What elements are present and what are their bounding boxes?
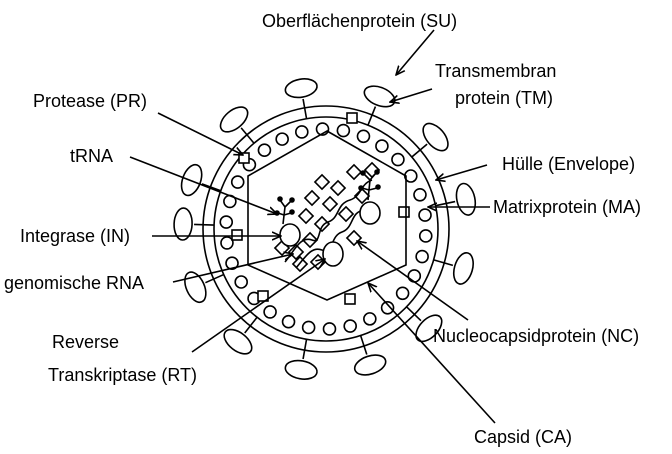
- matrix-circle: [263, 305, 277, 319]
- matrix-circle: [415, 249, 429, 264]
- trna-glyph: [274, 196, 295, 225]
- nucleocapsid-diamond: [297, 207, 315, 225]
- matrix-circle: [257, 143, 272, 157]
- spike-head: [223, 328, 253, 355]
- nucleocapsid-diamond: [303, 189, 321, 207]
- label-su: Oberflächenprotein (SU): [262, 11, 457, 31]
- matrix-circle: [336, 123, 351, 138]
- envelope-inner: [213, 116, 439, 342]
- matrix-circle: [322, 322, 337, 336]
- label-ca: Capsid (CA): [474, 427, 572, 447]
- reverse-transcriptase-shape: [322, 241, 344, 267]
- nucleocapsid-diamond: [313, 215, 331, 233]
- label-rt-line2: Transkriptase (RT): [48, 365, 197, 385]
- leader-pr: [157, 112, 243, 155]
- matrix-circle: [295, 125, 309, 139]
- surface-spikes: [173, 78, 477, 380]
- spike-head: [184, 271, 207, 304]
- spike-head: [353, 354, 387, 376]
- leader-rt: [191, 259, 325, 353]
- spike-head: [422, 122, 449, 152]
- leader-trna: [129, 156, 277, 214]
- spike-stalk: [411, 143, 428, 158]
- spike-stalk: [433, 259, 454, 267]
- matrix-circle: [363, 312, 377, 326]
- integrase-shape: [279, 223, 301, 247]
- trna-glyph-2: [358, 169, 381, 201]
- capsid-hexagon: [247, 130, 407, 301]
- matrix-circle: [275, 132, 289, 146]
- nucleocapsid-diamond: [337, 205, 355, 223]
- protease-squares: [231, 112, 410, 305]
- matrix-circle: [225, 256, 239, 271]
- matrix-circle: [418, 208, 432, 222]
- spike-head: [173, 207, 193, 241]
- protease-square: [344, 293, 356, 305]
- spike-stalk: [201, 183, 222, 192]
- matrix-circle: [356, 129, 371, 144]
- matrix-circle: [301, 320, 316, 335]
- spike-stalk: [194, 223, 215, 226]
- spike-head: [284, 78, 318, 99]
- spike-stalk: [406, 306, 422, 322]
- spike-stalk: [435, 200, 456, 207]
- spike-head: [363, 85, 396, 108]
- matrix-circle: [407, 269, 422, 283]
- nucleocapsid-diamond: [345, 163, 363, 181]
- spike-head: [219, 106, 249, 133]
- leader-tm: [390, 88, 433, 102]
- spike-stalk: [205, 273, 225, 284]
- spike-stalk: [302, 98, 308, 119]
- matrix-circle: [413, 187, 427, 202]
- label-in: Integrase (IN): [20, 226, 130, 246]
- spike-stalk: [240, 127, 255, 144]
- matrix-circle: [418, 229, 433, 243]
- label-tm-line1: Transmembran: [435, 61, 556, 81]
- leader-ca: [368, 283, 496, 424]
- label-rt-line1: Reverse: [52, 332, 119, 352]
- matrix-circle: [234, 275, 248, 289]
- protease-square: [257, 290, 269, 302]
- label-rna: genomische RNA: [4, 273, 144, 293]
- nucleocapsid-diamond: [329, 179, 347, 197]
- genomic-rna-strand: [284, 179, 373, 263]
- matrix-circle: [230, 175, 245, 189]
- spike-stalk: [244, 316, 258, 334]
- matrix-circle: [375, 139, 389, 153]
- leader-rna: [172, 254, 293, 283]
- matrix-circle: [395, 286, 410, 301]
- spike-stalk: [359, 335, 368, 355]
- nucleocapsid-diamond: [321, 195, 339, 213]
- protease-square: [346, 112, 358, 124]
- leader-su: [396, 29, 435, 75]
- spike-stalk: [302, 339, 308, 360]
- protease-square: [231, 229, 243, 241]
- leader-envelope: [436, 164, 488, 180]
- spike-head: [455, 182, 477, 216]
- label-ma: Matrixprotein (MA): [493, 197, 641, 217]
- label-tm-line2: protein (TM): [455, 88, 553, 108]
- label-pr: Protease (PR): [33, 91, 147, 111]
- leader-nc: [357, 241, 469, 321]
- spike-head: [415, 314, 443, 343]
- envelope-outer: [202, 105, 450, 353]
- matrix-circle: [391, 152, 405, 167]
- spike-head: [452, 252, 474, 285]
- matrix-circle: [281, 314, 296, 329]
- spike-stalk: [367, 106, 377, 126]
- label-nc: Nucleocapsidprotein (NC): [433, 326, 639, 346]
- matrix-proteins: [219, 122, 433, 336]
- label-envelope: Hülle (Envelope): [502, 154, 635, 174]
- protease-square: [398, 206, 410, 218]
- matrix-inner-shape: [359, 201, 381, 225]
- matrix-circle: [219, 215, 234, 229]
- matrix-circle: [343, 319, 357, 333]
- label-trna: tRNA: [70, 146, 113, 166]
- matrix-circle: [220, 236, 234, 250]
- matrix-circle: [380, 301, 395, 315]
- nucleocapsid-diamond: [313, 173, 331, 191]
- spike-head: [284, 359, 318, 380]
